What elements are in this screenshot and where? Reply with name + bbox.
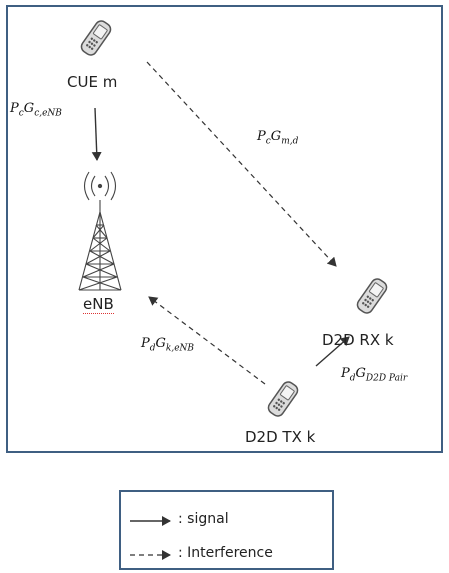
d2d-tx-phone-icon (267, 381, 299, 417)
enb-tower-icon (78, 171, 122, 291)
cue-label: CUE m (67, 73, 118, 91)
d2d-rx-phone-icon (356, 278, 388, 314)
arrow-tx-to-rx-signal (315, 336, 350, 367)
legend-box (119, 490, 334, 570)
arrow-cue-to-rx-interference (146, 61, 337, 267)
link-label-cue-enb: PcGc,eNB (10, 101, 62, 119)
d2d-tx-label: D2D TX k (245, 428, 316, 446)
enb-label: eNB (83, 295, 114, 314)
link-label-tx-rx: PdGD2D Pair (341, 366, 408, 384)
link-label-tx-enb: PdGk,eNB (141, 336, 195, 354)
cue-phone-icon (80, 20, 112, 56)
legend-interference-label: : Interference (178, 545, 273, 561)
arrow-tx-to-enb-interference (148, 296, 266, 385)
d2d-rx-label: D2D RX k (322, 331, 394, 349)
link-label-cue-rx: PcGm,d (257, 129, 299, 147)
legend-signal-label: : signal (178, 511, 229, 527)
diagram-frame (6, 5, 443, 453)
arrow-cue-to-enb-signal (91, 107, 102, 161)
